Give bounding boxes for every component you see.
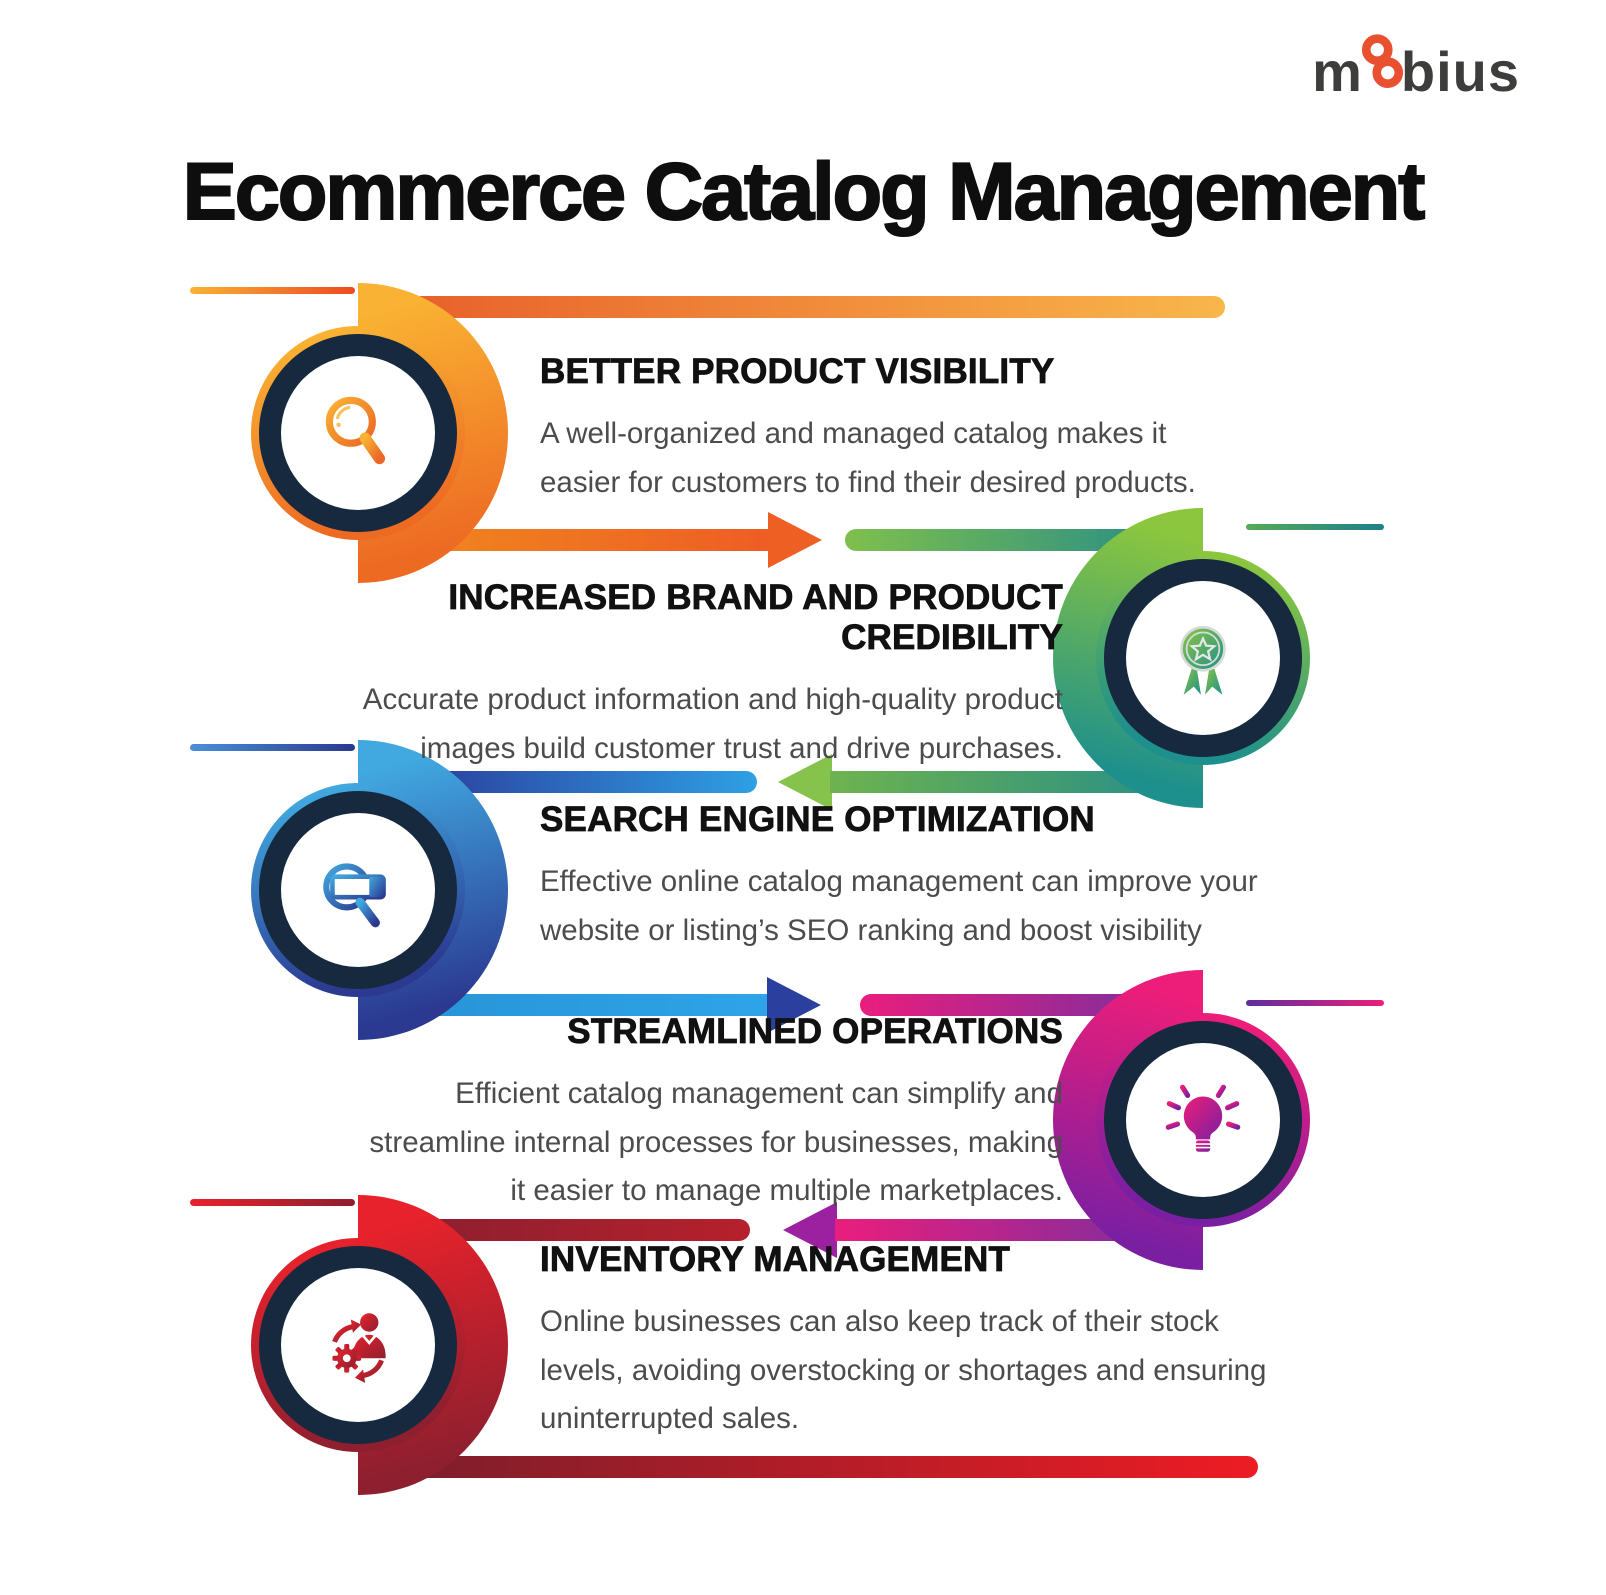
connector-bar-green-entry: [845, 529, 1160, 551]
connector-bar-orange-top: [420, 296, 1225, 318]
navy-ring: [259, 791, 457, 989]
accent-line-pink: [1246, 1000, 1384, 1006]
page-title: Ecommerce Catalog Management: [182, 146, 1426, 238]
accent-line-teal: [1246, 524, 1384, 530]
section-title: SEARCH ENGINE OPTIMIZATION: [540, 800, 1095, 840]
arrow-left-pink-icon: [783, 1202, 837, 1258]
section-body: Efficient catalog management can simplif…: [369, 1077, 1063, 1208]
search-magnifier-icon: [325, 396, 386, 465]
accent-line-red: [190, 1199, 355, 1206]
icon-circle-operations: [1096, 1013, 1310, 1227]
navy-ring: [1104, 1021, 1302, 1219]
inventory-cycle-icon: [332, 1313, 386, 1383]
arrow-right-blue-shaft: [420, 994, 767, 1016]
icon-disc: [281, 1268, 435, 1422]
navy-ring: [259, 334, 457, 532]
lightbulb-icon: [1165, 1078, 1241, 1152]
section-body: Online businesses can also keep track of…: [540, 1305, 1267, 1436]
connector-bar-blue-top: [420, 771, 757, 793]
section-better-product-visibility: BETTER PRODUCT VISIBILITY A well-organiz…: [540, 352, 1300, 507]
navy-ring: [1104, 559, 1302, 757]
arrow-left-green-icon: [778, 754, 832, 810]
section-body: Accurate product information and high-qu…: [362, 683, 1063, 765]
icon-disc: [281, 813, 435, 967]
connector-bar-darkred-top: [420, 1219, 750, 1241]
arrow-left-green-shaft: [830, 771, 1165, 793]
logo-text-prefix: m: [1312, 40, 1363, 104]
award-ribbon-icon: [1180, 626, 1226, 695]
mobius-infinity-icon: [1361, 34, 1403, 88]
icon-circle-inventory: [251, 1238, 465, 1452]
section-title: BETTER PRODUCT VISIBILITY: [540, 352, 1055, 392]
accent-line-blue: [190, 744, 355, 751]
section-title: INVENTORY MANAGEMENT: [540, 1240, 1011, 1280]
section-body: A well-organized and managed catalog mak…: [540, 417, 1196, 499]
connector-bar-pink-entry: [860, 994, 1165, 1016]
seo-search-bar-icon: [323, 863, 386, 928]
icon-circle-seo: [251, 783, 465, 997]
arrow-right-orange-icon: [768, 512, 822, 568]
navy-ring: [259, 1246, 457, 1444]
section-title: INCREASED BRAND AND PRODUCT CREDIBILITY: [448, 578, 1063, 658]
icon-disc: [281, 356, 435, 510]
icon-disc: [1126, 581, 1280, 735]
mobius-logo: m bius: [1312, 34, 1520, 104]
accent-line-orange: [190, 287, 355, 294]
arrow-right-orange-shaft: [420, 529, 770, 551]
connector-bar-red-bottom: [420, 1456, 1258, 1478]
section-operations: STREAMLINED OPERATIONS Efficient catalog…: [223, 1012, 1063, 1216]
arrow-left-pink-shaft: [835, 1219, 1165, 1241]
section-title: STREAMLINED OPERATIONS: [567, 1012, 1063, 1052]
logo-text-suffix: bius: [1400, 40, 1520, 104]
arrow-right-blue-icon: [767, 977, 821, 1033]
section-inventory: INVENTORY MANAGEMENT Online businesses c…: [540, 1240, 1380, 1444]
section-credibility: INCREASED BRAND AND PRODUCT CREDIBILITY …: [223, 578, 1063, 773]
icon-circle-product-visibility: [251, 326, 465, 540]
section-seo: SEARCH ENGINE OPTIMIZATION Effective onl…: [540, 800, 1380, 955]
section-body: Effective online catalog management can …: [540, 865, 1258, 947]
icon-circle-credibility: [1096, 551, 1310, 765]
icon-disc: [1126, 1043, 1280, 1197]
